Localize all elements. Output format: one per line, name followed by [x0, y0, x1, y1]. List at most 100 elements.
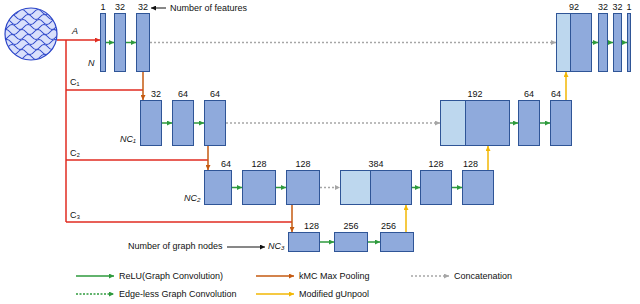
feature-count: 128: [304, 221, 319, 231]
feature-count: 32: [138, 2, 148, 12]
edgeless-conv-arrow: [76, 293, 114, 295]
feature-count: 128: [251, 159, 266, 169]
legend-text: Modified gUnpool: [299, 288, 369, 300]
label-holder: Number of features: [170, 3, 247, 14]
annotation-label: NC₁: [120, 134, 136, 145]
legend-item: ReLU(Graph Convolution): [75, 270, 179, 282]
legend-text: Concatenation: [454, 270, 512, 282]
legend-sample: [75, 288, 115, 300]
feature-count: 256: [343, 221, 358, 231]
feature-count: 64: [221, 159, 231, 169]
feature-map: 128: [462, 170, 494, 205]
feature-map: 128: [420, 170, 452, 205]
graph-conv-arrow: [368, 241, 380, 243]
label-holder: A: [72, 26, 78, 37]
feature-map: 1: [100, 13, 106, 72]
blob-texture: [0, 10, 64, 60]
feature-count: 1: [101, 2, 106, 12]
feature-map: 128: [288, 232, 320, 252]
concatenation-arrow: [411, 275, 449, 277]
annotation-label: C₁: [70, 77, 80, 88]
annotation-label: N: [88, 58, 95, 69]
mesh-blob: [0, 8, 64, 60]
concatenation-arrow: [320, 187, 340, 189]
legend-sample: [410, 270, 450, 282]
feature-map: 32: [598, 13, 608, 72]
legend-text: ReLU(Graph Convolution): [119, 270, 223, 282]
feature-map: 64: [204, 170, 232, 205]
feature-map: 32: [613, 13, 622, 72]
legend-sample: [255, 270, 295, 282]
feature-map: 64: [550, 100, 572, 146]
concatenation-arrow: [150, 42, 556, 44]
legend-item: Edge-less Graph Convolution: [75, 288, 193, 300]
label-holder: NC₃: [268, 241, 285, 252]
feature-map: 256: [380, 232, 414, 252]
legend-sample: [75, 270, 115, 282]
feature-count: 128: [428, 159, 443, 169]
feature-count: 192: [467, 89, 482, 99]
label-holder: C₂: [70, 148, 80, 159]
graph-conv-arrow: [540, 122, 550, 124]
unpool-arrow: [256, 293, 294, 295]
unpool-arrow: [487, 146, 489, 170]
graph-conv-arrow: [232, 187, 242, 189]
feature-count: 128: [295, 159, 310, 169]
graph-conv-arrow: [510, 122, 518, 124]
feature-count: 128: [463, 159, 478, 169]
feature-map: 128: [286, 170, 320, 205]
graph-conv-arrow: [194, 122, 204, 124]
label-holder: NC₁: [120, 134, 136, 145]
feature-count: 92: [569, 2, 579, 12]
graph-conv-arrow: [276, 187, 286, 189]
pooling-arrow: [207, 146, 209, 170]
legend-text: Edge-less Graph Convolution: [119, 288, 237, 300]
legend-sample: [255, 288, 295, 300]
graph-conv-arrow: [320, 241, 334, 243]
feature-count: 384: [368, 159, 383, 169]
annotation-label: Number of graph nodes: [128, 241, 223, 252]
legend-item: Concatenation: [410, 270, 468, 282]
feature-map: 64: [172, 100, 194, 146]
input-lines: [57, 40, 292, 222]
legend-text: kMC Max Pooling: [299, 270, 370, 282]
concatenation-arrow: [226, 122, 440, 124]
annotation-label: A: [72, 26, 78, 37]
annotation-label: NC₂: [184, 193, 200, 204]
feature-map: 64: [204, 100, 226, 146]
graph-conv-arrow: [126, 42, 136, 44]
feature-count: 64: [524, 89, 534, 99]
feature-map: 1: [627, 13, 631, 72]
annotation-label: C₃: [70, 210, 80, 221]
feature-count: 1: [627, 2, 632, 12]
skip-connection-part: [441, 101, 466, 145]
label-holder: NC₂: [184, 193, 200, 204]
feature-count: 32: [115, 2, 125, 12]
annotation-arrow: [151, 8, 166, 9]
feature-map: 32: [140, 100, 162, 146]
skip-connection-part: [341, 171, 371, 204]
pooling-arrow: [256, 275, 294, 277]
label-holder: C₃: [70, 210, 80, 221]
feature-count: 64: [551, 89, 561, 99]
label-holder: N: [88, 58, 95, 69]
feature-map: 32: [136, 13, 150, 72]
skip-connection-part: [557, 14, 571, 71]
concatenated-feature-map: 384: [340, 170, 412, 205]
feature-count: 64: [178, 89, 188, 99]
cluster-input-line: [66, 159, 208, 161]
feature-map: 32: [114, 13, 126, 72]
graph-conv-arrow: [106, 42, 114, 44]
graph-conv-arrow: [76, 275, 114, 277]
annotation-arrow: [227, 247, 265, 248]
label-holder: C₁: [70, 77, 80, 88]
cluster-input-line: [66, 221, 292, 223]
label-holder: Number of graph nodes: [128, 241, 223, 252]
feature-count: 32: [151, 89, 161, 99]
annotation-label: Number of features: [170, 3, 247, 14]
unpool-arrow: [405, 205, 407, 232]
concatenated-feature-map: 92: [556, 13, 592, 72]
feature-map: 256: [334, 232, 368, 252]
feature-count: 32: [613, 2, 623, 12]
